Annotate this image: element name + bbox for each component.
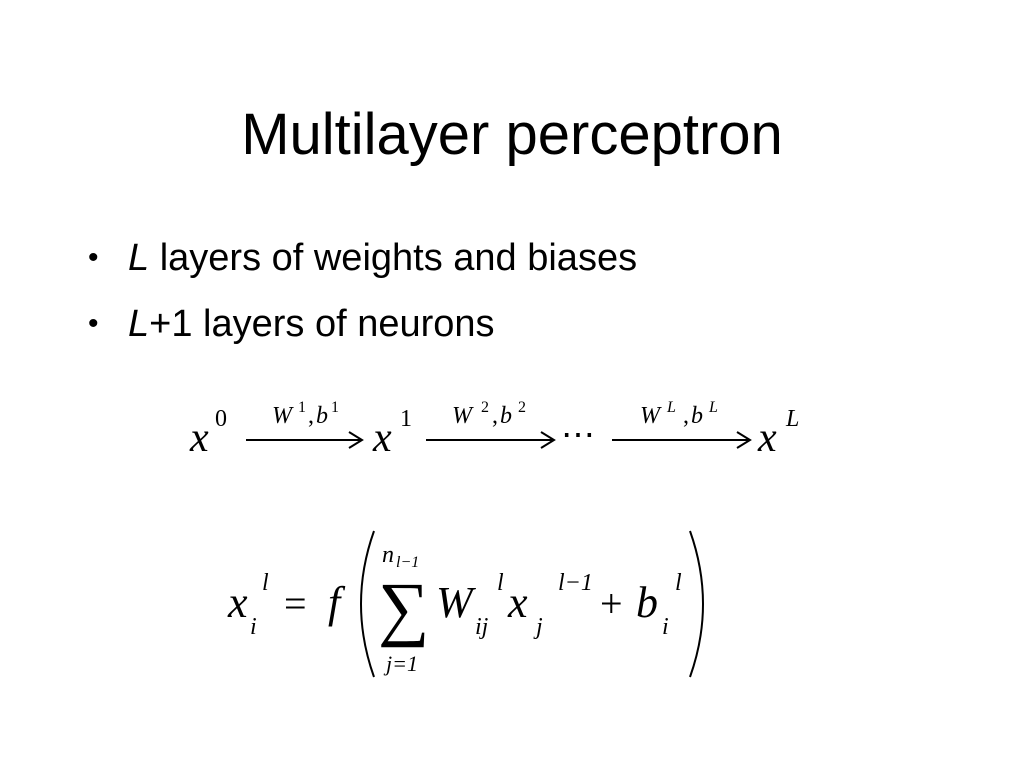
eq2-W: W <box>436 578 476 627</box>
eq-x0-sup: 0 <box>215 406 227 432</box>
eq-arrow2-W: W <box>452 403 474 429</box>
eq2-W-sub: ij <box>475 614 489 640</box>
eq2-right-paren <box>689 530 704 678</box>
eq-arrow1-b: b <box>316 403 328 429</box>
eq-arrow3-head-icon <box>736 431 752 449</box>
eq-arrow3-comma: , <box>683 403 689 429</box>
eq-dots: ⋯ <box>561 417 595 454</box>
eq-arrow3-b-sup: L <box>708 399 718 416</box>
eq2-x: x <box>227 578 248 627</box>
eq-arrow2-b-sup: 2 <box>518 399 526 416</box>
eq2-sum-upper-sub: l−1 <box>396 554 419 571</box>
bullet-text: +1 layers of neurons <box>149 303 495 345</box>
eq-arrow2-comma: , <box>492 403 498 429</box>
eq-x0-base: x <box>189 415 209 461</box>
bullet-variable: L <box>128 303 150 345</box>
eq2-W-sup: l <box>497 570 504 596</box>
eq-arrow1-head-icon <box>348 431 364 449</box>
eq2-xj-sub: j <box>533 614 543 640</box>
eq-arrow1-b-sup: 1 <box>331 399 339 416</box>
eq2-sum-lower: j=1 <box>383 651 418 676</box>
eq-arrow2-W-sup: 2 <box>481 399 489 416</box>
eq2-sum-icon: ∑ <box>378 568 429 648</box>
bullet-list: •L layers of weights and biases •L+1 lay… <box>88 228 637 360</box>
slide-title: Multilayer perceptron <box>241 102 783 167</box>
eq-xL-base: x <box>757 415 777 461</box>
bullet-dot-icon: • <box>88 241 99 274</box>
eq2-left-paren <box>360 530 375 678</box>
eq-arrow3-W-sup: L <box>666 399 676 416</box>
eq-arrow1-W: W <box>272 403 294 429</box>
eq-arrow1-W-sup: 1 <box>298 399 306 416</box>
eq2-x-sup: l <box>262 570 269 596</box>
eq-xL-sup: L <box>785 406 799 432</box>
eq2-b-sub: i <box>662 614 669 640</box>
eq-arrow1-comma: , <box>308 403 314 429</box>
eq2-x-sub: i <box>250 614 257 640</box>
eq2-xj-sup: l−1 <box>558 570 593 596</box>
bullet-dot-icon: • <box>88 307 99 340</box>
eq2-b: b <box>636 578 658 627</box>
eq2-sum-upper-n: n <box>382 542 394 568</box>
bullet-text: layers of weights and biases <box>149 237 638 279</box>
eq-arrow2-b: b <box>500 403 512 429</box>
eq-arrow3-W: W <box>640 403 662 429</box>
bullet-item: • L layers of weights and biases <box>88 228 637 294</box>
eq2-f: f <box>328 578 346 627</box>
eq-arrow2-head-icon <box>540 431 556 449</box>
eq2-equals: = <box>284 581 307 626</box>
bullet-variable: L <box>128 237 150 279</box>
eq2-xj: x <box>507 578 528 627</box>
eq2-b-sup: l <box>675 570 682 596</box>
eq-x1-base: x <box>372 415 392 461</box>
eq-arrow3-b: b <box>691 403 703 429</box>
bullet-item: • L+1 layers of neurons <box>88 294 637 360</box>
eq-x1-sup: 1 <box>400 406 412 432</box>
eq2-plus: + <box>600 581 623 626</box>
